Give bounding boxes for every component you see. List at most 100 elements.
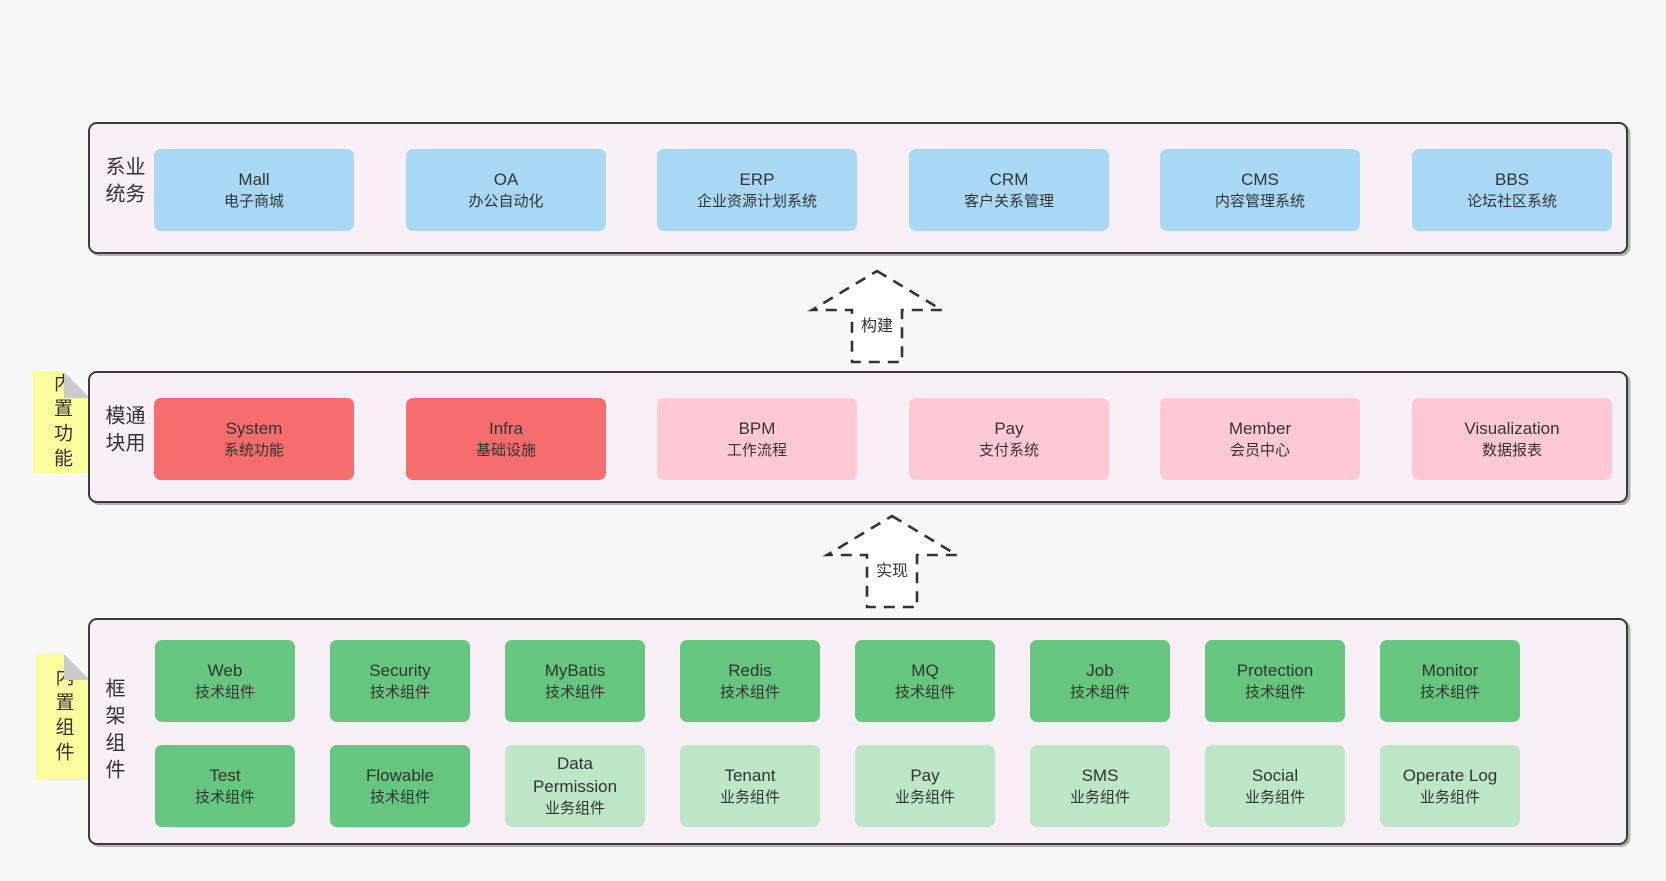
box-title: Protection (1236, 660, 1314, 680)
box-title: ERP (739, 169, 775, 189)
box-title: Mall (238, 169, 270, 189)
box-title: Social (1251, 765, 1299, 785)
arrow-outline (807, 269, 947, 364)
box-infra: Infra 基础设施 (406, 398, 606, 480)
box-bbs: BBS 论坛社区系统 (1412, 149, 1612, 231)
box-title: Infra (488, 418, 524, 438)
box-web: Web 技术组件 (155, 640, 295, 722)
box-mall: Mall 电子商城 (154, 149, 354, 231)
box-title: Visualization (1464, 418, 1560, 438)
box-redis: Redis 技术组件 (680, 640, 820, 722)
box-title: Security (369, 660, 431, 680)
box-subtitle: 客户关系管理 (963, 192, 1054, 210)
arrow-label: 实现 (876, 562, 908, 580)
box-title: Monitor (1421, 660, 1479, 680)
box-security: Security 技术组件 (330, 640, 470, 722)
box-mq: MQ 技术组件 (855, 640, 995, 722)
box-subtitle: 办公自动化 (468, 192, 544, 210)
sticky-note-text: 内置组件 (52, 667, 74, 767)
box-title: System (225, 418, 283, 438)
box-title: Redis (728, 660, 772, 680)
box-title: CMS (1241, 169, 1279, 189)
box-title: Pay (994, 418, 1024, 438)
box-social: Social 业务组件 (1205, 745, 1345, 827)
box-subtitle: 技术组件 (194, 683, 255, 701)
box-subtitle: 论坛社区系统 (1466, 192, 1557, 210)
box-monitor: Monitor 技术组件 (1380, 640, 1520, 722)
box-bpm: BPM 工作流程 (657, 398, 857, 480)
box-tenant: Tenant 业务组件 (680, 745, 820, 827)
box-crm: CRM 客户关系管理 (909, 149, 1109, 231)
box-subtitle: 电子商城 (223, 192, 284, 210)
panel-label-framework-components: 框架组件 (102, 677, 124, 786)
box-title: Member (1228, 418, 1292, 438)
box-subtitle: 技术组件 (1069, 683, 1130, 701)
box-erp: ERP 企业资源计划系统 (657, 149, 857, 231)
box-title: BBS (1494, 169, 1530, 189)
box-subtitle: 技术组件 (1244, 683, 1305, 701)
box-operate-log: Operate Log 业务组件 (1380, 745, 1520, 827)
build-arrow-icon: 构建 (807, 269, 947, 364)
box-title: MQ (911, 660, 939, 680)
box-subtitle: 技术组件 (369, 683, 430, 701)
box-title: Web (207, 660, 243, 680)
box-subtitle: 数据报表 (1481, 441, 1542, 459)
box-subtitle: 技术组件 (194, 788, 255, 806)
box-subtitle: 业务组件 (894, 788, 955, 806)
sticky-note-builtin-components: 内置组件 (36, 654, 90, 780)
common-modules-panel: 通用模块 System 系统功能 Infra 基础设施 BPM 工作流程 Pay 支付系统 Me… (88, 371, 1628, 503)
box-subtitle: 业务组件 (1419, 788, 1480, 806)
box-visualization: Visualization 数据报表 (1412, 398, 1612, 480)
box-subtitle: 支付系统 (978, 441, 1039, 459)
box-subtitle: 业务组件 (544, 800, 605, 817)
box-subtitle: 基础设施 (475, 441, 536, 459)
box-subtitle: 技术组件 (1419, 683, 1480, 701)
box-member: Member 会员中心 (1160, 398, 1360, 480)
box-title: BPM (738, 418, 776, 438)
arrow-outline (822, 514, 962, 609)
fold-corner-icon (64, 372, 90, 398)
panel-label-common-modules: 通用模块 (102, 405, 144, 459)
business-systems-panel: 业务系统 Mall 电子商城 OA 办公自动化 ERP 企业资源计划系统 CRM 客户关系管理… (88, 122, 1628, 254)
box-title: Pay (910, 765, 940, 785)
box-subtitle: 技术组件 (544, 683, 605, 701)
box-subtitle: 业务组件 (719, 788, 780, 806)
box-subtitle: 系统功能 (223, 441, 284, 459)
box-title: Operate Log (1402, 765, 1498, 785)
box-title: MyBatis (544, 660, 606, 680)
box-subtitle: 内容管理系统 (1214, 192, 1305, 210)
box-title: Tenant (724, 765, 776, 785)
box-title: Job (1086, 660, 1114, 680)
box-subtitle: 企业资源计划系统 (696, 192, 817, 210)
box-title: Data Permission (532, 754, 618, 796)
box-protection: Protection 技术组件 (1205, 640, 1345, 722)
box-subtitle: 业务组件 (1069, 788, 1130, 806)
box-subtitle: 技术组件 (894, 683, 955, 701)
box-subtitle: 工作流程 (726, 441, 787, 459)
box-title: CRM (989, 169, 1029, 189)
box-test: Test 技术组件 (155, 745, 295, 827)
sticky-note-builtin-features: 内置功能 (33, 372, 90, 473)
fold-corner-icon (64, 654, 90, 680)
box-sms: SMS 业务组件 (1030, 745, 1170, 827)
box-subtitle: 技术组件 (369, 788, 430, 806)
box-flowable: Flowable 技术组件 (330, 745, 470, 827)
box-oa: OA 办公自动化 (406, 149, 606, 231)
box-title: OA (493, 169, 519, 189)
box-pay: Pay 支付系统 (909, 398, 1109, 480)
box-title: Test (209, 765, 241, 785)
box-cms: CMS 内容管理系统 (1160, 149, 1360, 231)
box-title: SMS (1081, 765, 1119, 785)
box-subtitle: 会员中心 (1229, 441, 1290, 459)
implement-arrow-icon: 实现 (822, 514, 962, 609)
box-subtitle: 业务组件 (1244, 788, 1305, 806)
box-mybatis: MyBatis 技术组件 (505, 640, 645, 722)
panel-label-business-systems: 业务系统 (102, 156, 144, 210)
box-title: Flowable (365, 765, 435, 785)
arrow-label: 构建 (861, 317, 893, 335)
box-job: Job 技术组件 (1030, 640, 1170, 722)
box-subtitle: 技术组件 (719, 683, 780, 701)
box-data-permission: Data Permission 业务组件 (505, 745, 645, 827)
